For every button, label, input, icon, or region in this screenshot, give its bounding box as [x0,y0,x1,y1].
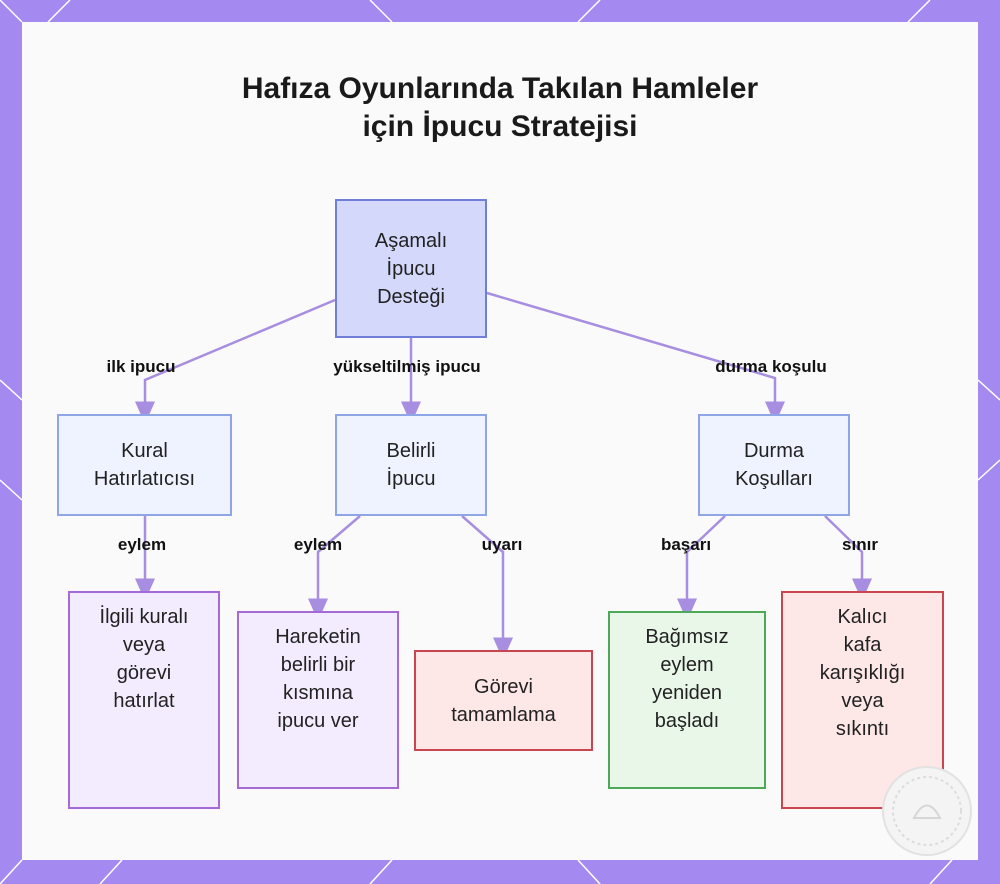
node-ilgili-kurali-hatirlat: İlgili kuralı veya görevi hatırlat [68,591,220,809]
title-line-1: Hafıza Oyunlarında Takılan Hamleler [241,72,759,105]
edge-label-eylem-1: eylem [117,535,167,554]
edge-label-durma-kosulu: durma koşulu [715,357,827,376]
edge-label-basari: başarı [660,535,712,554]
edge-label-yukseltilmis-ipucu: yükseltilmiş ipucu [333,357,481,376]
edge-belirli-gorevi [461,515,513,660]
node-bagimsiz-eylem-yeniden-basladi: Bağımsız eylem yeniden başladı [608,611,766,789]
node-belirli-ipucu: Belirli İpucu [335,414,487,516]
edge-root-durma [486,291,785,424]
logo-icon [892,776,962,846]
edge-label-eylem-2: eylem [293,535,343,554]
edge-durma-bagimsiz [677,515,726,621]
edge-belirli-hareket [308,515,361,621]
edge-label-ilk-ipucu: ilk ipucu [106,357,176,376]
edge-durma-kalici [824,515,872,601]
node-gorevi-tamamlama: Görevi tamamlama [414,650,593,751]
diagram-title: Hafıza Oyunlarında Takılan Hamleler için… [0,70,1000,146]
node-kural-hatirlaticisi: Kural Hatırlatıcısı [57,414,232,516]
node-hareketin-belirli-kismina-ipucu-ver: Hareketin belirli bir kısmına ipucu ver [237,611,399,789]
title-line-2: için İpucu Stratejisi [362,110,638,143]
node-asamali-ipucu-destegi: Aşamalı İpucu Desteği [335,199,487,338]
logo-badge [882,766,972,856]
node-kalici-kafa-karisikligi: Kalıcı kafa karışıklığı veya sıkıntı [781,591,944,809]
edge-root-kural [135,298,336,424]
node-durma-kosullari: Durma Koşulları [698,414,850,516]
edge-label-sinir: sınır [842,535,878,554]
edge-label-uyari: uyarı [481,535,523,554]
